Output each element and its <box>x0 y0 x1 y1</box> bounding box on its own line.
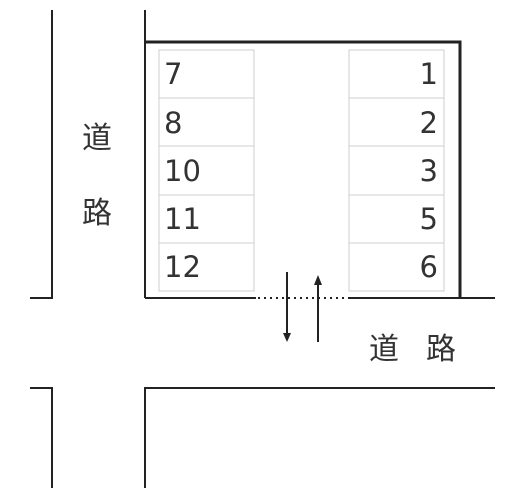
space-number-7: 7 <box>164 57 182 91</box>
bottom-road-south-edge-right <box>144 387 495 488</box>
left-road-label-bottom: 路 <box>82 196 112 231</box>
bottom-road-label-second: 路 <box>426 332 456 367</box>
parking-space-6 <box>348 242 445 292</box>
bottom-road-south-edge-left <box>30 387 53 488</box>
right-space-numbers: 1 2 3 5 6 <box>420 57 438 284</box>
lot-top-and-right-walls <box>145 40 462 298</box>
space-number-8: 8 <box>164 106 182 140</box>
outbound-arrow-up-icon <box>314 275 322 342</box>
road-edges <box>30 10 495 488</box>
right-parking-spaces <box>348 49 445 292</box>
space-number-10: 10 <box>164 154 201 188</box>
left-parking-spaces <box>158 49 255 292</box>
space-number-12: 12 <box>164 250 201 284</box>
left-road-label-top: 道 <box>82 121 112 156</box>
bottom-road-label-first: 道 <box>369 332 399 367</box>
space-number-5: 5 <box>420 202 438 236</box>
left-space-numbers: 7 8 10 11 12 <box>164 57 201 284</box>
parking-space-12 <box>158 242 255 292</box>
space-number-3: 3 <box>420 154 438 188</box>
space-number-2: 2 <box>420 106 438 140</box>
space-number-11: 11 <box>164 202 201 236</box>
left-road-west-edge <box>30 10 53 299</box>
parking-lot-boundary <box>145 40 462 298</box>
space-number-1: 1 <box>420 57 438 91</box>
traffic-arrows <box>283 272 322 342</box>
space-number-6: 6 <box>420 250 438 284</box>
inbound-arrow-down-icon <box>283 272 291 342</box>
